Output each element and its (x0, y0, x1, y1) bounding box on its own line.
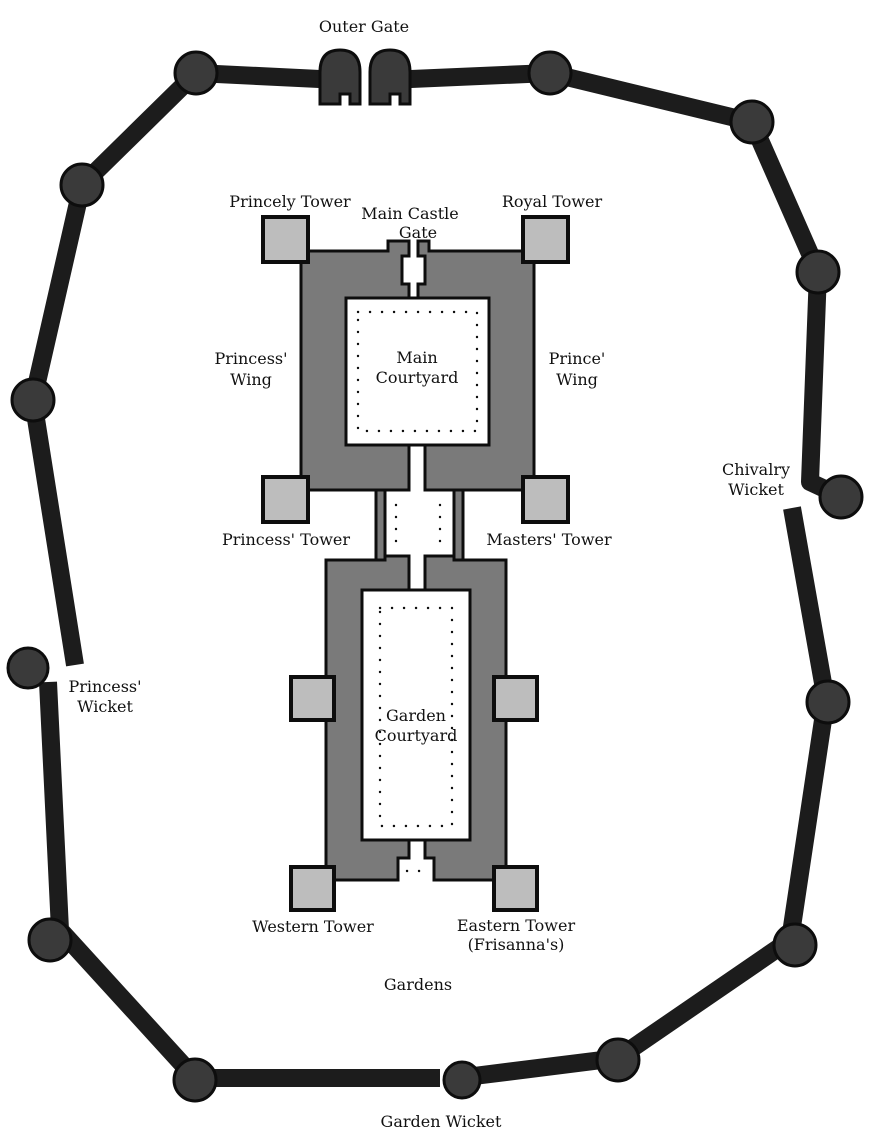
wall-tower (818, 474, 864, 520)
main-castle-gate-label: Gate (399, 223, 437, 242)
western-tower-block (289, 865, 336, 912)
outer-wall-towers (6, 50, 864, 1103)
royal-tower-block (521, 215, 570, 264)
outer-wall-segment-east-north (387, 64, 844, 505)
prince-wing-label: Prince' (549, 349, 606, 368)
wall-tower (772, 922, 818, 968)
princess-tower-block (261, 475, 310, 524)
main-courtyard-area (344, 296, 491, 447)
wall-tower (595, 1037, 641, 1083)
princess-tower-label: Princess' Tower (222, 530, 350, 549)
wall-tower (442, 1060, 482, 1100)
outer-wall-segment-south-east (456, 506, 835, 1087)
wall-tower (729, 99, 775, 145)
outer-gate-tower-east (368, 48, 412, 106)
wall-tower (173, 50, 219, 96)
princess-wicket-label: Wicket (77, 697, 133, 716)
princess-wicket-label: Princess' (68, 677, 141, 696)
main-castle-gate-label: Main Castle (361, 204, 458, 223)
gardens-label: Gardens (384, 975, 452, 994)
princess-wing (299, 239, 411, 492)
main-courtyard-colonnade (356, 310, 479, 433)
wall-tower (805, 679, 851, 725)
wall-tower (59, 162, 105, 208)
garden-courtyard-label: Courtyard (375, 726, 458, 745)
outer-wall-segment-west-south (39, 681, 440, 1087)
western-middle-tower-block (289, 675, 336, 722)
chivalry-wicket-label: Chivalry (722, 460, 790, 479)
princely-tower-label: Princely Tower (229, 192, 351, 211)
masters-tower-label: Masters' Tower (486, 530, 612, 549)
connector-wall-west (374, 488, 387, 562)
eastern-tower-label: Eastern Tower (457, 916, 576, 935)
map-labels: Outer Gate Princely Tower Main Castle Ga… (68, 17, 790, 1131)
wall-tower (795, 249, 841, 295)
royal-tower-label: Royal Tower (502, 192, 603, 211)
outer-gate-tower-west (318, 48, 362, 106)
wall-tower (172, 1057, 218, 1103)
outer-wall-segment-north-west (24, 64, 341, 667)
princely-tower-block (261, 215, 310, 264)
castle-keep (261, 215, 570, 912)
prince-wing (416, 239, 536, 492)
wall-tower (10, 377, 56, 423)
outer-gate-structure (318, 48, 412, 106)
garden-wicket-label: Garden Wicket (381, 1112, 502, 1131)
garden-courtyard-label: Garden (386, 706, 446, 725)
wall-tower (6, 646, 50, 690)
eastern-middle-tower-block (492, 675, 539, 722)
chivalry-wicket-label: Wicket (728, 480, 784, 499)
outer-gate-label: Outer Gate (319, 17, 409, 36)
connector-wall-east (452, 488, 465, 562)
eastern-tower-label: (Frisanna's) (468, 935, 565, 954)
wall-tower (527, 50, 573, 96)
princess-wing-label: Princess' (214, 349, 287, 368)
masters-tower-block (521, 475, 570, 524)
main-courtyard-label: Main (396, 348, 437, 367)
garden-courtyard-colonnade (378, 606, 454, 828)
main-courtyard-label: Courtyard (376, 368, 459, 387)
prince-wing-label: Wing (556, 370, 598, 389)
eastern-tower-block (492, 865, 539, 912)
western-tower-label: Western Tower (252, 917, 374, 936)
wall-tower (27, 917, 73, 963)
princess-wing-label: Wing (230, 370, 272, 389)
